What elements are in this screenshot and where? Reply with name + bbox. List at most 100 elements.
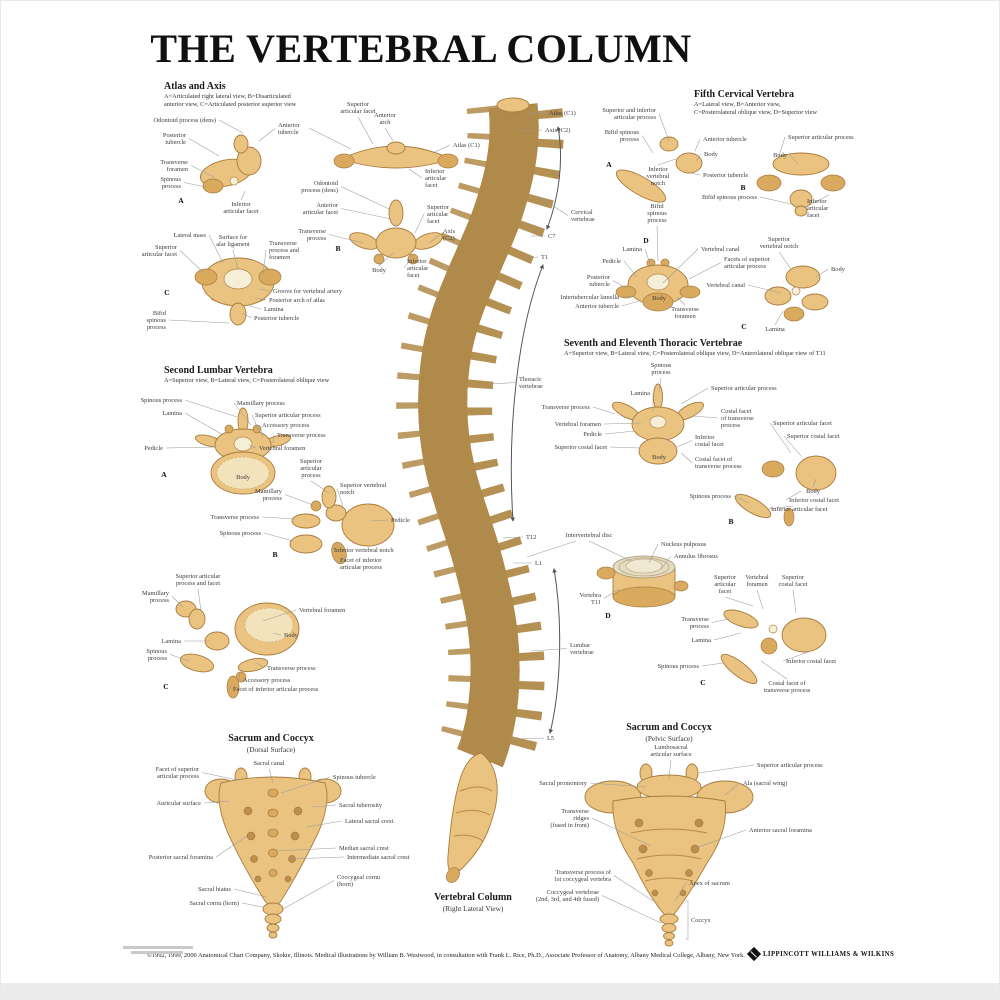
leader-line [256,662,265,669]
anatomy-label: Facet of inferior articular process [233,686,319,693]
anatomy-label: Lamina [161,638,181,645]
leader-line [724,782,741,796]
anatomy-label: Transverse process [267,665,316,672]
anatomy-label: Coccyx [691,917,711,924]
atlas-lateral-figure [199,134,262,194]
leader-line [184,412,224,436]
anatomy-label: Apex of sacrum [689,880,730,887]
view-marker: B [728,517,733,526]
heading-text: Fifth Cervical Vertebra [694,89,794,100]
thoracic-superior-figure [612,383,704,465]
anatomy-label: Vertebral canal [707,282,746,289]
leader-line [778,136,786,157]
anatomy-label: Atlas (C1) [549,110,576,117]
leader-line [803,194,830,209]
anatomy-label: Accessory process [262,422,310,429]
anatomy-label: Spinous process [658,663,700,670]
anatomy-label: Sacral canal [253,760,284,767]
leader-line [588,540,632,562]
leader-line [609,446,640,449]
leader-line [680,452,693,463]
anatomy-label: Inferior vertebral notch [334,547,394,554]
leader-line [258,128,276,142]
leader-line [336,488,344,507]
leader-line [233,402,252,426]
leader-line [357,116,374,145]
leader-line [785,490,802,501]
anatomy-label: Superior articular process [255,412,321,419]
leader-line [688,262,722,280]
view-marker: B [740,183,745,192]
product-code-bar [131,951,183,954]
anatomy-label: Anterior tubercle [703,136,747,143]
leader-line [591,817,652,847]
leader-line [336,556,346,564]
anatomy-label: Intervertebral disc [566,532,613,539]
leader-line [812,478,817,488]
leader-line [756,589,764,610]
copyright-line: ©1992, 1999, 2000 Anatomical Chart Compa… [147,952,745,959]
anatomy-label: Odontoid process (dens) [154,117,216,124]
leader-line [759,196,792,205]
spine-lateral-figure [421,98,540,883]
leader-line [330,543,342,551]
c5-oblique-figure [764,265,829,322]
anatomy-label: Intermediate sacral crest [347,854,410,861]
leader-line [201,772,238,781]
heading-subcaption: (Pelvic Surface) [645,734,693,743]
leader-line [623,260,638,278]
anatomy-label: Intertubercular lamella [561,294,620,301]
leader-line [203,800,230,804]
leader-line [612,280,627,289]
leader-line [711,618,730,623]
leader-line [215,835,248,858]
leader-line [792,589,797,614]
leader-line [603,422,642,425]
leader-line [512,737,545,740]
anatomy-label: Pedicle [602,258,621,265]
leader-line [604,430,636,435]
leader-line [263,532,294,542]
leader-line [238,672,241,681]
lumbar-lateral-figure [289,485,395,565]
heading-subcaption: A=Superior view, B=Lateral view, C=Poste… [164,377,330,384]
c5-superior-figure [615,258,701,312]
view-marker: C [700,678,705,687]
anatomy-label: Nucleus pulposus [661,541,707,548]
heading-text: Second Lumbar Vertebra [164,365,273,376]
heading-text: Vertebral Column [434,892,512,903]
leader-line [408,168,423,179]
anatomy-label: Coccygeal cornu(horn) [337,874,381,888]
anatomy-label: Body [773,152,788,159]
anatomy-label: Pedicle [391,517,410,524]
leader-line [621,295,634,298]
anatomy-label: Transverse process [541,404,590,411]
anatomy-label: Posterior tubercle [254,315,299,322]
leader-line [769,422,792,454]
leader-line [183,182,207,188]
heading-subcaption: A=Lateral view, B=Anterior view, C=Poste… [694,101,817,116]
leader-line [280,776,331,794]
anatomy-label: Sacral promontory [539,780,588,787]
leader-line [662,248,699,284]
anatomy-label: T12 [526,534,536,541]
leader-line [370,519,389,522]
